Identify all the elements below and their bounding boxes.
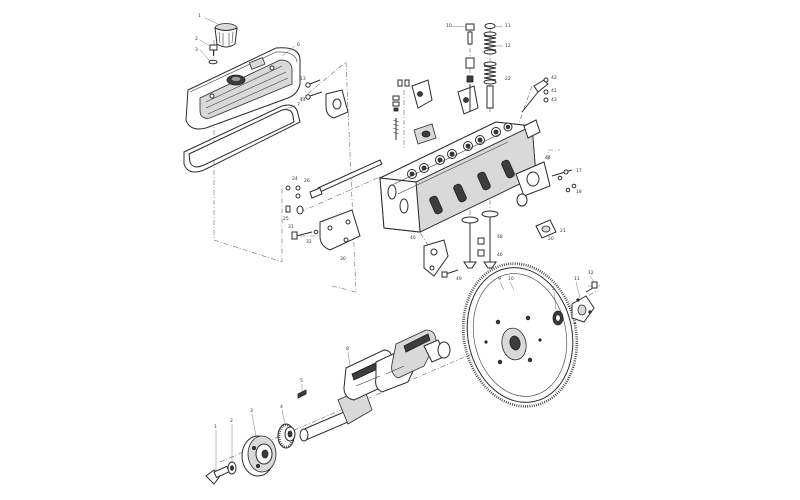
pilot-bearing[interactable]	[552, 310, 564, 326]
part-label-cyl-bolt-b: 14	[300, 97, 306, 103]
cap-screw[interactable]	[209, 44, 218, 56]
injector-clamp[interactable]	[523, 119, 541, 139]
timing-gear[interactable]	[277, 423, 296, 449]
part-label-flange-bolt: 12	[588, 270, 594, 276]
rocker-spring[interactable]	[421, 130, 431, 138]
valve-spring-upper[interactable]	[483, 31, 497, 55]
part-label-woodruff-key: 5	[300, 378, 303, 384]
adjust-screws[interactable]	[392, 95, 400, 140]
part-label-crankshaft: 8	[346, 346, 349, 352]
part-label-cover: 6	[297, 42, 300, 48]
part-label-side-stud: 17	[576, 168, 582, 174]
cover-gasket[interactable]	[183, 104, 301, 173]
rocker-cap-nut[interactable]	[397, 79, 403, 87]
valve-cap-top[interactable]	[465, 23, 496, 31]
cylinder-stud-a[interactable]	[305, 79, 321, 88]
part-label-lift-bolt: 49	[456, 276, 462, 282]
intake-valve[interactable]	[461, 216, 479, 269]
rocker-shaft[interactable]	[309, 159, 383, 199]
part-label-cap-screw: 2	[195, 36, 198, 42]
rocker-plug[interactable]	[285, 185, 291, 191]
injector-nozzle[interactable]	[521, 77, 549, 113]
thermostat-housing[interactable]	[535, 219, 557, 239]
valve-spring-lower[interactable]	[483, 61, 497, 85]
valve-cover-group	[183, 23, 301, 173]
rocker-stud[interactable]	[285, 205, 291, 213]
valve-keepers[interactable]	[477, 237, 485, 257]
crank-pulley[interactable]	[241, 435, 277, 477]
crank-bolt[interactable]	[205, 465, 230, 485]
part-label-side-gasket-a: 41	[551, 88, 557, 94]
exhaust-valve[interactable]	[481, 210, 499, 269]
flywheel[interactable]	[450, 253, 589, 417]
valve-collet[interactable]	[465, 57, 475, 69]
right-head-parts	[515, 77, 577, 239]
part-label-end-bolt: 31	[288, 224, 294, 230]
crankshaft[interactable]	[299, 329, 451, 442]
part-label-rocker-stud: 25	[283, 216, 289, 222]
part-label-bearing: 5	[552, 286, 555, 292]
part-label-lift-bracket: 40	[410, 235, 416, 241]
part-label-side-gasket-b: 43	[551, 97, 557, 103]
woodruff-key[interactable]	[297, 389, 307, 399]
part-label-cyl-bolt-a: 13	[300, 76, 306, 82]
cylinder-stud-b[interactable]	[305, 91, 323, 100]
valve-stem-column	[465, 23, 497, 112]
thermostat-ring[interactable]	[516, 193, 528, 207]
rocker-fittings	[285, 185, 304, 215]
label-leaders	[199, 17, 595, 472]
part-label-flywheel: 9	[498, 276, 501, 282]
part-label-rocker-shaft: 24	[292, 176, 298, 182]
part-label-side-stud-b: 18	[576, 189, 582, 195]
part-label-cap-washer: 3	[195, 47, 198, 53]
part-label-timing-gear: 4	[280, 404, 283, 410]
part-label-thermo-b: 20	[548, 236, 554, 242]
part-label-valve-b: 46	[497, 252, 503, 258]
part-label-spring-mid: 12	[505, 43, 511, 49]
crank-washer[interactable]	[227, 461, 237, 475]
valve-pair	[461, 210, 499, 269]
oil-filler-cap[interactable]	[214, 23, 238, 48]
part-label-flange: 11	[574, 276, 580, 282]
end-plate-bolt[interactable]	[291, 229, 319, 240]
part-label-injector: 42	[551, 75, 557, 81]
part-label-end-plate: 30	[340, 256, 346, 262]
part-label-pulley: 3	[250, 408, 253, 414]
part-label-valve-a: 48	[497, 234, 503, 240]
side-studs[interactable]	[551, 169, 577, 193]
part-label-rocker-plug: 26	[304, 178, 310, 184]
part-label-crank-washer: 2	[230, 418, 233, 424]
part-label-spring-retainer: 11	[505, 23, 511, 29]
cap-washer[interactable]	[208, 59, 218, 65]
lifting-bracket[interactable]	[423, 239, 459, 278]
valve-spring-pin[interactable]	[467, 31, 473, 45]
part-label-thermo: 21	[560, 228, 566, 234]
cylinder-head[interactable]	[378, 121, 537, 233]
left-fasteners	[305, 79, 349, 119]
valve-cover[interactable]	[185, 47, 301, 130]
part-labels: 1 2 3 6 7 13 14 10 11 12 22 42 41 43 44 …	[195, 13, 594, 430]
flange-bolt[interactable]	[585, 281, 598, 293]
end-cover-plate[interactable]	[319, 209, 361, 251]
side-gasket-left[interactable]	[325, 89, 349, 119]
part-label-cover-gasket: 7	[297, 102, 300, 108]
part-label-spring-top: 10	[446, 23, 452, 29]
part-label-cap: 1	[198, 13, 201, 19]
valve-guide[interactable]	[486, 85, 494, 109]
part-label-spring-low: 22	[505, 76, 511, 82]
part-label-end-bolt-b: 32	[306, 239, 312, 245]
combustion-ports	[387, 159, 515, 215]
rocker-arm-group	[392, 79, 479, 145]
part-label-crank-bolt: 1	[214, 424, 217, 430]
part-label-cyl-nut: 44	[545, 155, 551, 161]
part-label-ring-gear: 10	[508, 276, 514, 282]
rear-flange[interactable]	[571, 295, 595, 323]
